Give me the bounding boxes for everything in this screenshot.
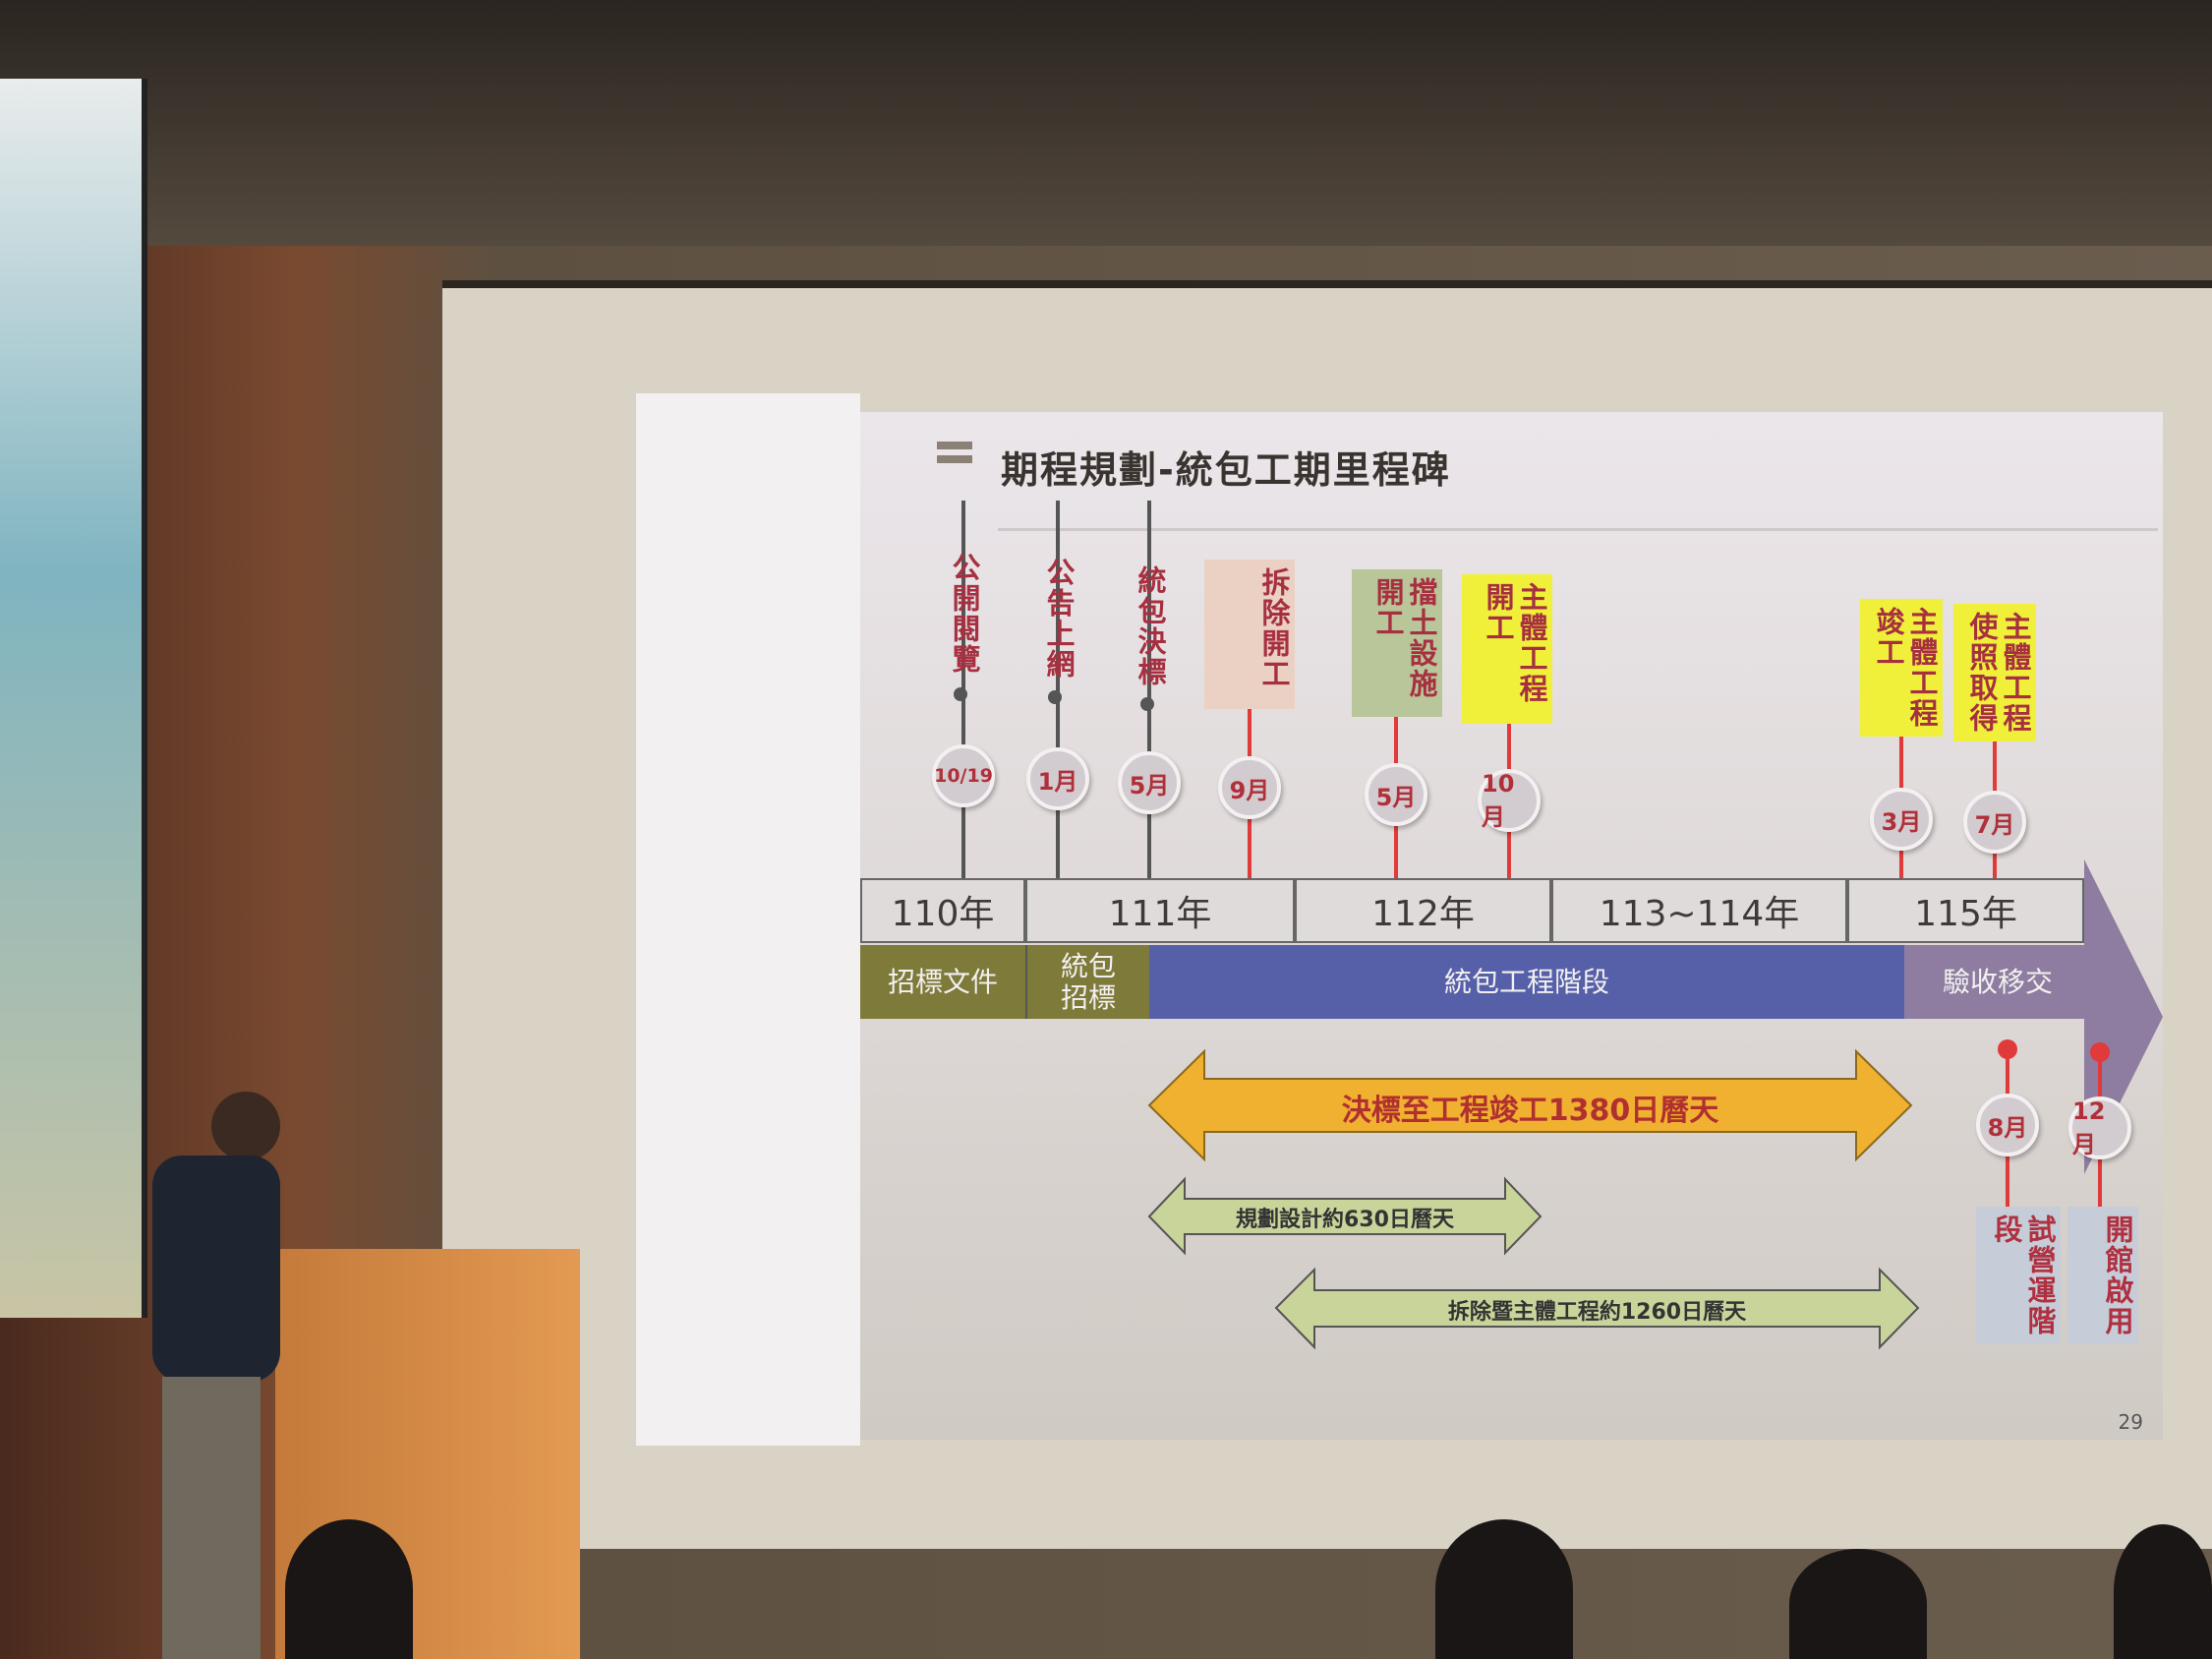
post-dot xyxy=(2090,1042,2110,1062)
duration-total-label: 決標至工程竣工1380日曆天 xyxy=(1341,1094,1719,1128)
slide-white-panel xyxy=(636,393,860,1446)
side-screen xyxy=(0,79,147,1318)
milestone-label: 主體工程開工 xyxy=(1462,574,1552,724)
milestone-date: 9月 xyxy=(1218,756,1281,819)
milestone-date: 10/19 xyxy=(932,744,995,807)
year-cell: 115年 xyxy=(1847,878,2084,943)
milestone-label: 公告上網 xyxy=(1042,558,1076,680)
duration-arrow-construction xyxy=(1274,1267,1920,1350)
year-cell: 112年 xyxy=(1295,878,1551,943)
milestone-date: 1月 xyxy=(1026,747,1089,810)
timeline-arrow-head xyxy=(2084,859,2163,1174)
phase-tender: 統包招標 xyxy=(1025,945,1149,1019)
post-dot xyxy=(1998,1039,2017,1059)
title-bar-icon xyxy=(937,442,972,463)
slide-title: 期程規劃-統包工期里程碑 xyxy=(1001,448,1451,492)
milestone-label: 統包決標 xyxy=(1134,565,1167,687)
milestone-top-dot xyxy=(1140,697,1154,711)
year-cell: 113~114年 xyxy=(1551,878,1847,943)
milestone-stem xyxy=(1056,501,1060,878)
audience-member xyxy=(285,1519,413,1659)
milestone-date: 7月 xyxy=(1963,791,2026,854)
duration-design-label: 規劃設計約630日曆天 xyxy=(1236,1208,1454,1232)
milestone-label: 主體工程竣工 xyxy=(1860,599,1943,737)
audience-member xyxy=(1789,1549,1927,1659)
audience-member xyxy=(1435,1519,1573,1659)
post-milestone-date: 12月 xyxy=(2068,1096,2131,1159)
milestone-label: 擋土設施開工 xyxy=(1352,569,1442,717)
milestone-date: 5月 xyxy=(1365,763,1427,826)
duration-arrow-design xyxy=(1147,1176,1543,1256)
phase-acceptance: 驗收移交 xyxy=(1904,945,2091,1019)
duration-arrow-total xyxy=(1147,1048,1913,1162)
duration-arrows xyxy=(1147,1048,1920,1350)
milestone-label: 拆除開工 xyxy=(1204,560,1295,709)
milestone-label: 主體工程使照取得 xyxy=(1953,604,2036,741)
milestone-date: 3月 xyxy=(1870,788,1933,851)
post-milestone-label: 試營運階段 xyxy=(1976,1207,2061,1344)
milestone-label: 公開閱覽 xyxy=(948,553,981,675)
duration-construction-label: 拆除暨主體工程約1260日曆天 xyxy=(1447,1300,1747,1325)
slide: 期程規劃-統包工期里程碑 公開閱覽 公告上網 統包決標 拆除開工 擋土設施開工 … xyxy=(860,412,2163,1440)
post-milestone-date: 8月 xyxy=(1976,1094,2039,1156)
phase-construction: 統包工程階段 xyxy=(1149,945,1904,1019)
post-milestone-label: 開館啟用 xyxy=(2067,1207,2138,1344)
year-bar: 110年 111年 112年 113~114年 115年 xyxy=(860,878,2084,943)
year-cell: 111年 xyxy=(1025,878,1295,943)
title-divider xyxy=(998,528,2158,531)
phase-tender-docs: 招標文件 xyxy=(860,945,1025,1019)
audience-member xyxy=(2114,1524,2212,1659)
milestone-top-dot xyxy=(954,687,967,701)
milestone-top-dot xyxy=(1048,690,1062,704)
year-cell: 110年 xyxy=(860,878,1025,943)
presenter xyxy=(152,1092,280,1659)
milestone-stem xyxy=(1147,501,1151,884)
milestone-date: 10月 xyxy=(1478,769,1541,832)
ceiling xyxy=(0,0,2212,285)
page-number: 29 xyxy=(2118,1410,2143,1434)
milestone-date: 5月 xyxy=(1118,751,1181,814)
